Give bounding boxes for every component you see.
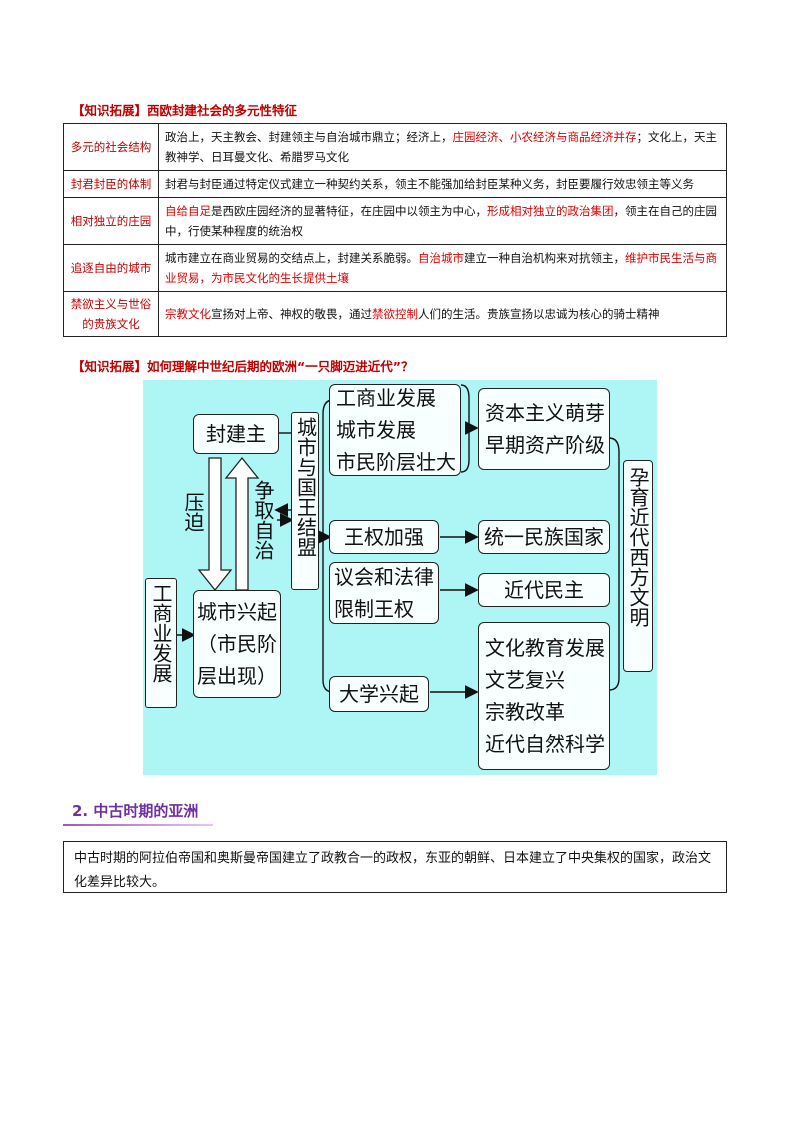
heading-text: 西欧封建社会的多元性特征 (147, 103, 298, 118)
body-text: 是西欧庄园经济的显著特征，在庄园中以领主为中心， (211, 204, 487, 218)
row-label: 封君封臣的体制 (63, 170, 159, 198)
body-text: ，领主在自己的庄园中，行使某种程度的统治权 (165, 204, 717, 238)
body-text: ；文化上，天主教神学、日耳曼文化、希腊罗马文化 (165, 130, 717, 164)
highlight-text: 自治城市 (418, 251, 464, 265)
body-text: 建立一种自治机构来对抗领主， (464, 251, 625, 265)
result3-box: 近代民主 (478, 573, 610, 607)
result4-line: 近代自然科学 (485, 732, 605, 756)
right-bracket (608, 437, 620, 691)
result1-box: 资本主义萌芽早期资产阶级 (478, 388, 610, 470)
commerce-left-box: 工商业发展 (145, 578, 177, 708)
group1-box: 工商业发展城市发展市民阶层壮大 (329, 384, 461, 476)
result2-box: 统一民族国家 (478, 520, 610, 554)
parliament-line: 限制王权 (334, 597, 414, 621)
table-row: 追逐自由的城市城市建立在商业贸易的交结点上，封建关系脆弱。自治城市建立一种自治机… (63, 244, 727, 292)
group1-line: 城市发展 (336, 418, 416, 442)
body-text: 人们的生活。贵族宣扬以忠诚为核心的骑士精神 (418, 307, 660, 321)
row-content: 政治上，天主教会、封建领主与自治城市鼎立；经济上，庄园经济、小农经济与商品经济并… (158, 123, 727, 171)
result1-line: 资本主义萌芽 (485, 401, 605, 425)
features-table: 多元的社会结构政治上，天主教会、封建领主与自治城市鼎立；经济上，庄园经济、小农经… (63, 123, 727, 337)
city-rise-line: （市民阶 (197, 632, 277, 656)
row-content: 宗教文化宣扬对上帝、神权的敬畏，通过禁欲控制人们的生活。贵族宣扬以忠诚为核心的骑… (158, 291, 727, 337)
concept-diagram: 封建主 压迫 争取自治 工商业发展 城市兴起 （市民阶层出现） 城市与国王结盟 工… (143, 380, 657, 775)
university-label: 大学兴起 (339, 682, 419, 706)
outcome-box: 孕育近代西方文明 (623, 460, 653, 672)
city-rise-line: 城市兴起 (197, 600, 277, 624)
oppress-arrow (197, 457, 233, 592)
body-text: 城市建立在商业贸易的交结点上，封建关系脆弱。 (165, 251, 418, 265)
parliament-box: 议会和法律限制王权 (329, 562, 439, 624)
strive-arrow (224, 456, 260, 591)
city-rise-box: 城市兴起 （市民阶层出现） (193, 590, 281, 698)
university-box: 大学兴起 (329, 676, 429, 712)
alliance-label: 城市与国王结盟 (293, 417, 318, 557)
knowledge-heading-1: 【知识拓展】西欧封建社会的多元性特征 (72, 100, 297, 119)
highlight-text: 形成相对独立的政治集团 (487, 204, 614, 218)
group1-line: 工商业发展 (336, 386, 436, 410)
highlight-text: 庄园经济、小农经济与商品经济并存 (452, 130, 637, 144)
heading-bracket: 【知识拓展】 (72, 359, 148, 374)
heading-text: 如何理解中世纪后期的欧洲“一只脚迈进近代”？ (147, 359, 414, 374)
body-text: 宣扬对上帝、神权的敬畏，通过 (211, 307, 372, 321)
section-title-text: 中古时期的亚洲 (93, 802, 199, 820)
city-rise-line: 层出现） (197, 664, 277, 688)
table-row: 多元的社会结构政治上，天主教会、封建领主与自治城市鼎立；经济上，庄园经济、小农经… (63, 123, 727, 171)
result4-box: 文化教育发展文艺复兴宗教改革近代自然科学 (478, 622, 610, 770)
highlight-text: 禁欲控制 (372, 307, 418, 321)
group1-line: 市民阶层壮大 (336, 450, 456, 474)
diagram-connectors (175, 384, 620, 699)
row-label: 多元的社会结构 (63, 123, 159, 171)
royal-power-label: 王权加强 (344, 525, 424, 549)
row-content: 城市建立在商业贸易的交结点上，封建关系脆弱。自治城市建立一种自治机构来对抗领主，… (158, 244, 727, 292)
result4-line: 宗教改革 (485, 700, 565, 724)
heading-bracket: 【知识拓展】 (72, 103, 148, 118)
feudal-lord-box: 封建主 (193, 414, 279, 454)
parliament-line: 议会和法律 (334, 565, 434, 589)
outcome-label: 孕育近代西方文明 (626, 467, 650, 627)
row-content: 自给自足是西欧庄园经济的显著特征，在庄园中以领主为中心，形成相对独立的政治集团，… (158, 197, 727, 245)
section-2-body: 中古时期的阿拉伯帝国和奥斯曼帝国建立了政教合一的政权，东亚的朝鲜、日本建立了中央… (74, 851, 712, 890)
knowledge-heading-2: 【知识拓展】如何理解中世纪后期的欧洲“一只脚迈进近代”？ (72, 356, 413, 375)
feudal-lord-label: 封建主 (206, 422, 266, 446)
row-content: 封君与封臣通过特定仪式建立一种契约关系，领主不能强加给封臣某种义务，封臣要履行效… (158, 170, 727, 198)
result4-line: 文艺复兴 (485, 668, 565, 692)
result3-label: 近代民主 (504, 578, 584, 602)
table-row: 封君封臣的体制封君与封臣通过特定仪式建立一种契约关系，领主不能强加给封臣某种义务… (63, 170, 727, 198)
royal-power-box: 王权加强 (329, 520, 439, 554)
row-label: 相对独立的庄园 (63, 197, 159, 245)
row-label: 禁欲主义与世俗的贵族文化 (63, 291, 159, 337)
result2-label: 统一民族国家 (484, 525, 604, 549)
group1-bracket (460, 384, 470, 473)
alliance-box: 城市与国王结盟 (291, 412, 319, 590)
result4-line: 文化教育发展 (485, 636, 605, 660)
left-bracket (322, 399, 334, 693)
section-2-textbox: 中古时期的阿拉伯帝国和奥斯曼帝国建立了政教合一的政权，东亚的朝鲜、日本建立了中央… (63, 841, 727, 893)
highlight-text: 维护市民生活与商业贸易，为市民文化的生长提供土壤 (165, 251, 717, 285)
section-underline (63, 824, 213, 826)
highlight-text: 宗教文化 (165, 307, 211, 321)
table-row: 禁欲主义与世俗的贵族文化宗教文化宣扬对上帝、神权的敬畏，通过禁欲控制人们的生活。… (63, 291, 727, 337)
oppress-label: 压迫 (181, 492, 205, 532)
body-text: 封君与封臣通过特定仪式建立一种契约关系，领主不能强加给封臣某种义务，封臣要履行效… (165, 177, 694, 191)
strive-autonomy-label: 争取自治 (251, 480, 275, 560)
highlight-text: 自给自足 (165, 204, 211, 218)
table-row: 相对独立的庄园自给自足是西欧庄园经济的显著特征，在庄园中以领主为中心，形成相对独… (63, 197, 727, 245)
section-2-title: 2. 中古时期的亚洲 (72, 800, 198, 821)
result1-line: 早期资产阶级 (485, 433, 605, 457)
section-number: 2. (72, 802, 89, 820)
body-text: 政治上，天主教会、封建领主与自治城市鼎立；经济上， (165, 130, 453, 144)
row-label: 追逐自由的城市 (63, 244, 159, 292)
commerce-left-label: 工商业发展 (149, 583, 173, 683)
